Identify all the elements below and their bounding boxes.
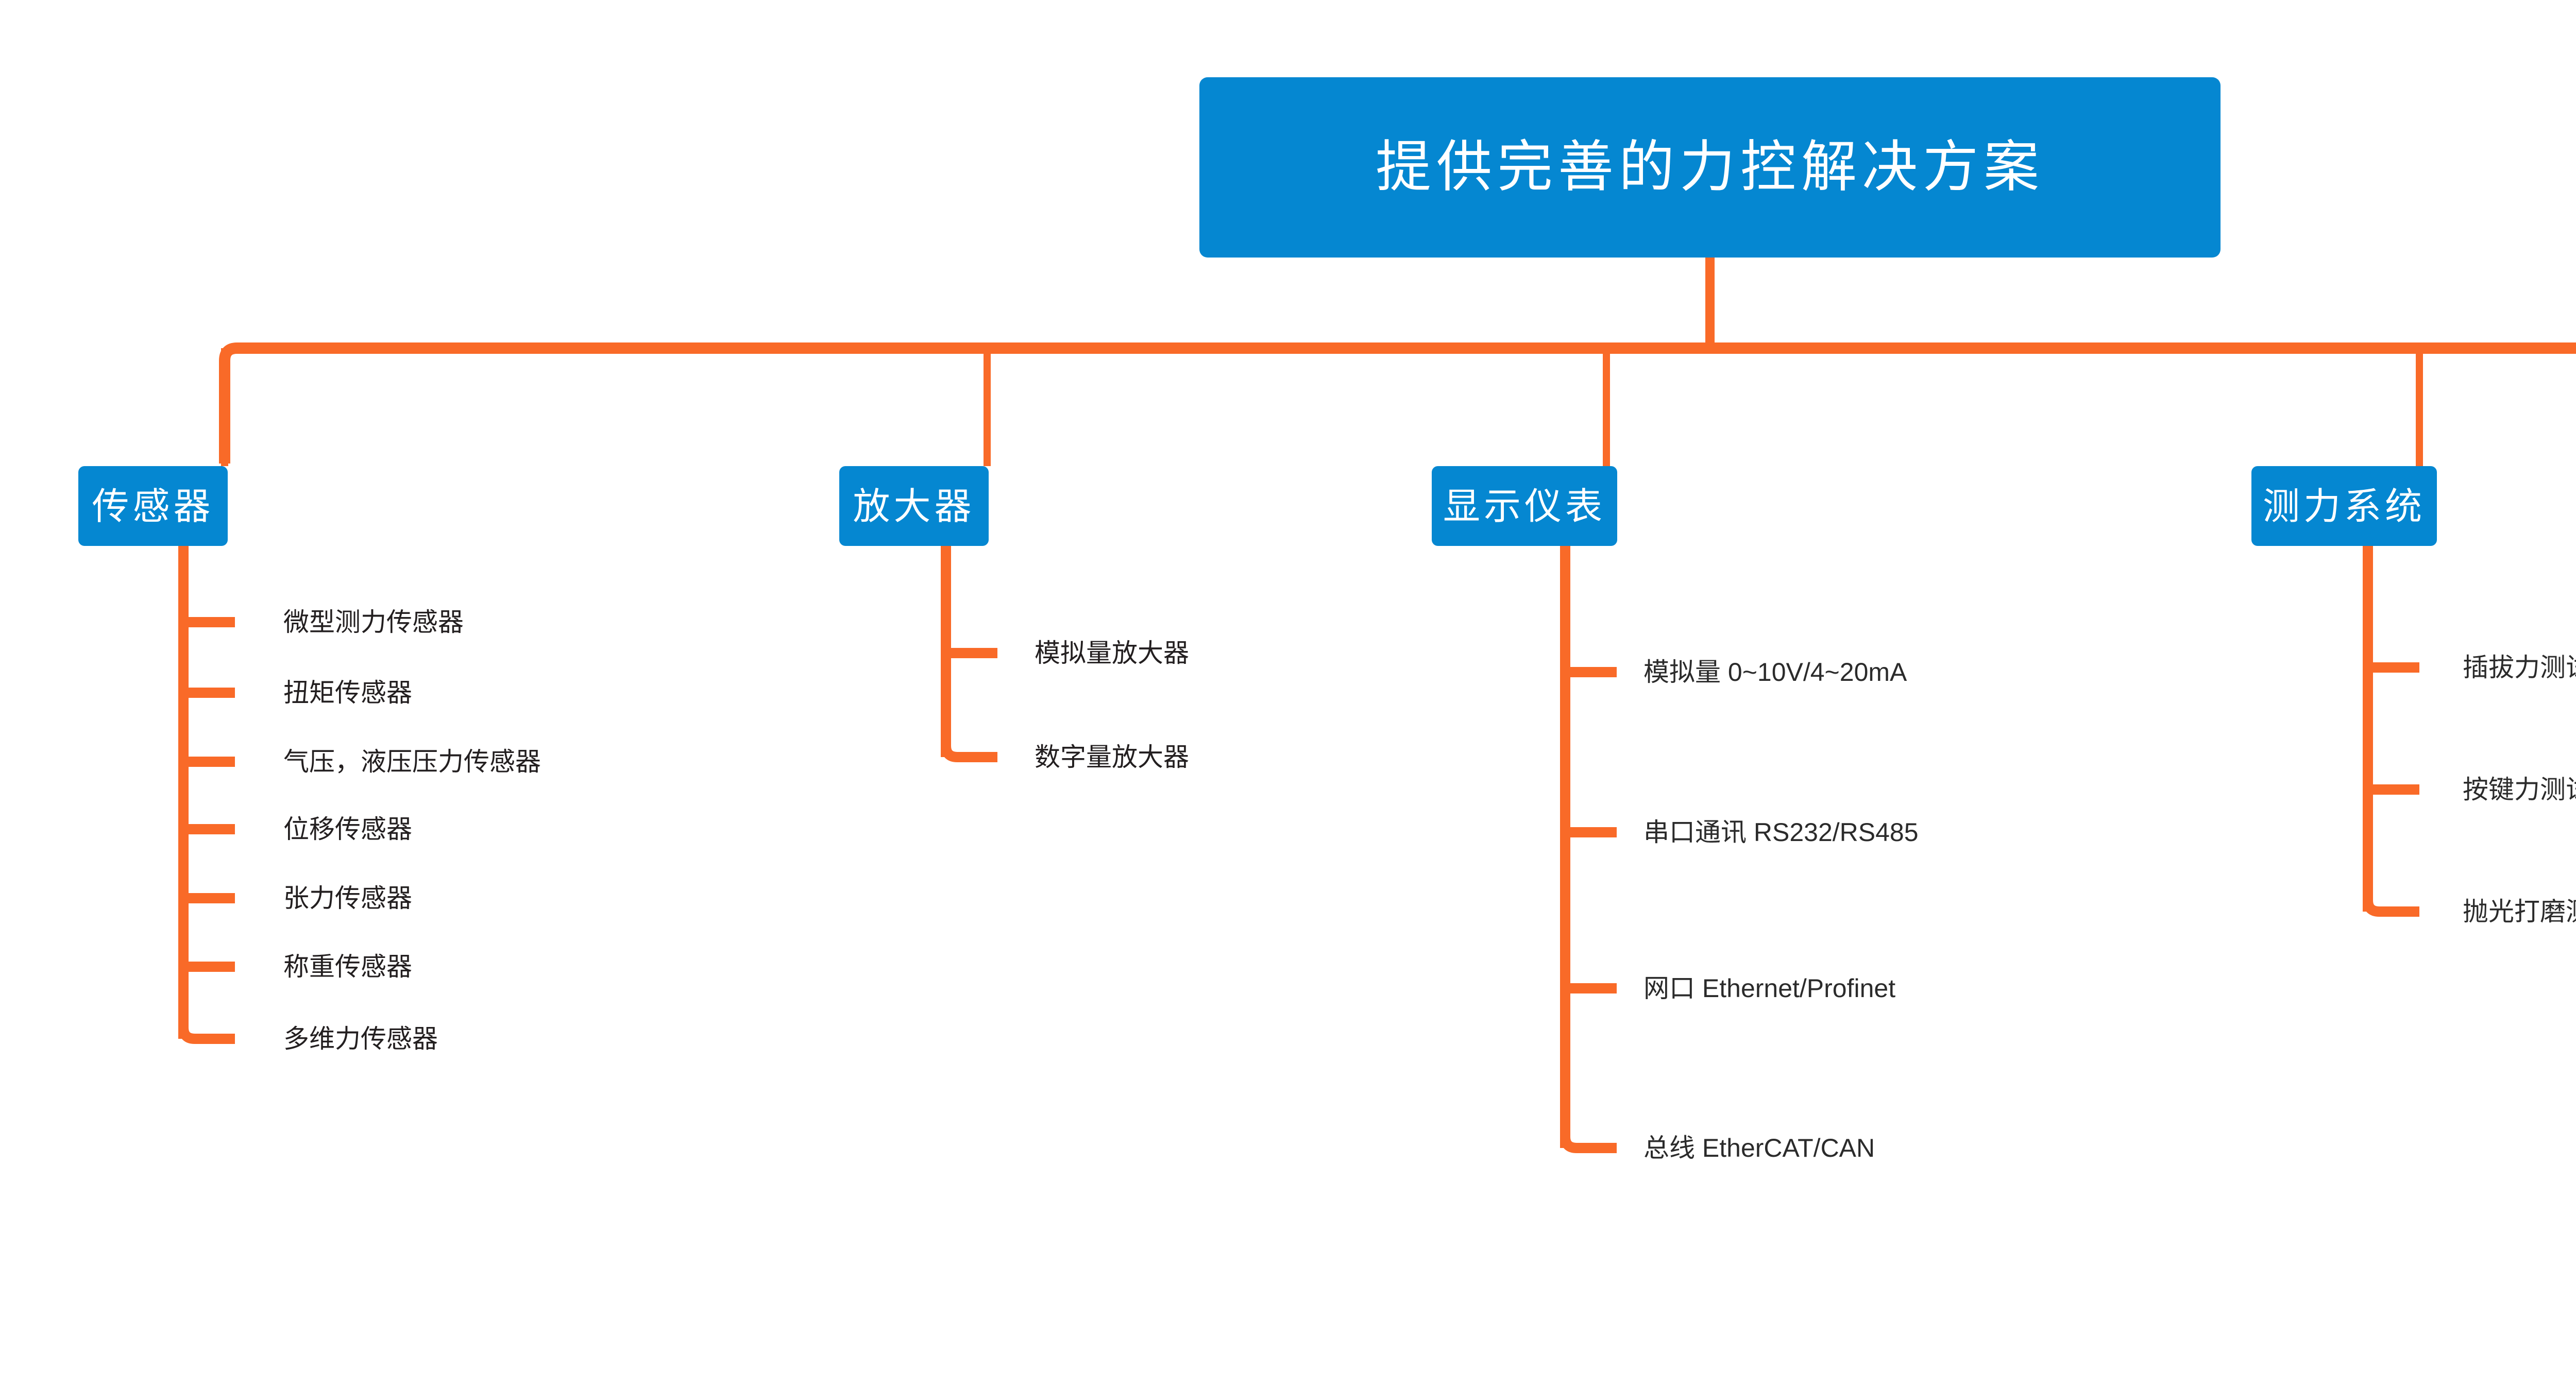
- leaf-label-amplifiers-1[interactable]: 模拟量放大器: [1035, 638, 1189, 668]
- leaf-label-sensors-6[interactable]: 称重传感器: [283, 952, 412, 982]
- root-node-label: 提供完善的力控解决方案: [1375, 135, 2044, 199]
- root-node[interactable]: 提供完善的力控解决方案: [1199, 77, 2221, 258]
- leaf-label-force-1[interactable]: 插拔力测试: [2463, 653, 2576, 682]
- category-node-label: 测力系统: [2262, 484, 2426, 528]
- leaf-label-display-2[interactable]: 串口通讯 RS232/RS485: [1643, 818, 1919, 847]
- leaf-label-display-1[interactable]: 模拟量 0~10V/4~20mA: [1643, 658, 1907, 687]
- leaf-label-sensors-7[interactable]: 多维力传感器: [283, 1024, 438, 1054]
- leaf-label-sensors-4[interactable]: 位移传感器: [283, 814, 412, 844]
- stub-force-3: [2363, 900, 2419, 917]
- leaf-label-sensors-5[interactable]: 张力传感器: [283, 883, 412, 913]
- category-node-label: 传感器: [92, 484, 214, 528]
- category-node-display-instruments[interactable]: 显示仪表: [1432, 466, 1617, 546]
- category-node-amplifiers[interactable]: 放大器: [839, 466, 989, 546]
- stub-sensors-7: [178, 1027, 235, 1044]
- leaf-label-amplifiers-2[interactable]: 数字量放大器: [1035, 742, 1189, 772]
- leaf-label-force-3[interactable]: 抛光打磨测试: [2463, 897, 2576, 926]
- main-bus-line: [219, 342, 2576, 464]
- leaf-label-display-4[interactable]: 总线 EtherCAT/CAN: [1643, 1134, 1875, 1162]
- leaf-label-sensors-3[interactable]: 气压，液压压力传感器: [283, 747, 541, 777]
- category-node-label: 显示仪表: [1443, 484, 1606, 528]
- stub-display-4: [1560, 1136, 1617, 1153]
- category-node-force-measurement-system[interactable]: 测力系统: [2251, 466, 2437, 546]
- leaf-label-force-2[interactable]: 按键力测试: [2463, 775, 2576, 804]
- leaf-label-display-3[interactable]: 网口 Ethernet/Profinet: [1643, 974, 1896, 1003]
- category-node-sensors[interactable]: 传感器: [78, 466, 228, 546]
- category-node-label: 放大器: [853, 484, 975, 528]
- leaf-label-sensors-2[interactable]: 扭矩传感器: [283, 678, 412, 708]
- leaf-label-sensors-1[interactable]: 微型测力传感器: [283, 607, 464, 637]
- stub-amplifiers-2: [941, 745, 997, 762]
